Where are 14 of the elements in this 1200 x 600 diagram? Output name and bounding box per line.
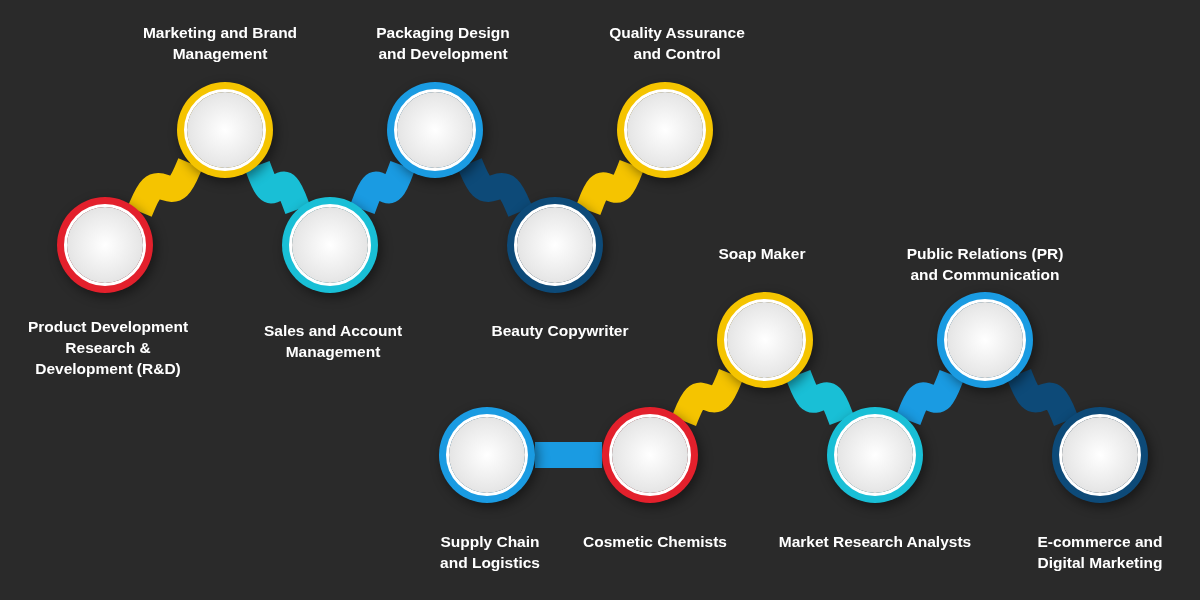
role-label: Market Research Analysts xyxy=(777,532,973,552)
role-label: Supply Chain and Logistics xyxy=(439,532,541,573)
role-label: Quality Assurance and Control xyxy=(608,23,746,64)
role-label: Cosmetic Chemists xyxy=(582,532,728,552)
role-label: Packaging Design and Development xyxy=(375,23,511,64)
role-label: Soap Maker xyxy=(717,244,807,264)
role-label: Sales and Account Management xyxy=(262,321,404,362)
connector-band xyxy=(127,155,203,220)
role-label: Marketing and Brand Management xyxy=(141,23,299,64)
role-label: Public Relations (PR) and Communication xyxy=(905,244,1065,285)
role-label: Beauty Copywriter xyxy=(490,321,630,341)
role-label: Product Development Research & Development (R&D) xyxy=(26,317,190,379)
role-label: E-commerce and Digital Marketing xyxy=(1036,532,1164,573)
connector-band xyxy=(457,155,533,220)
